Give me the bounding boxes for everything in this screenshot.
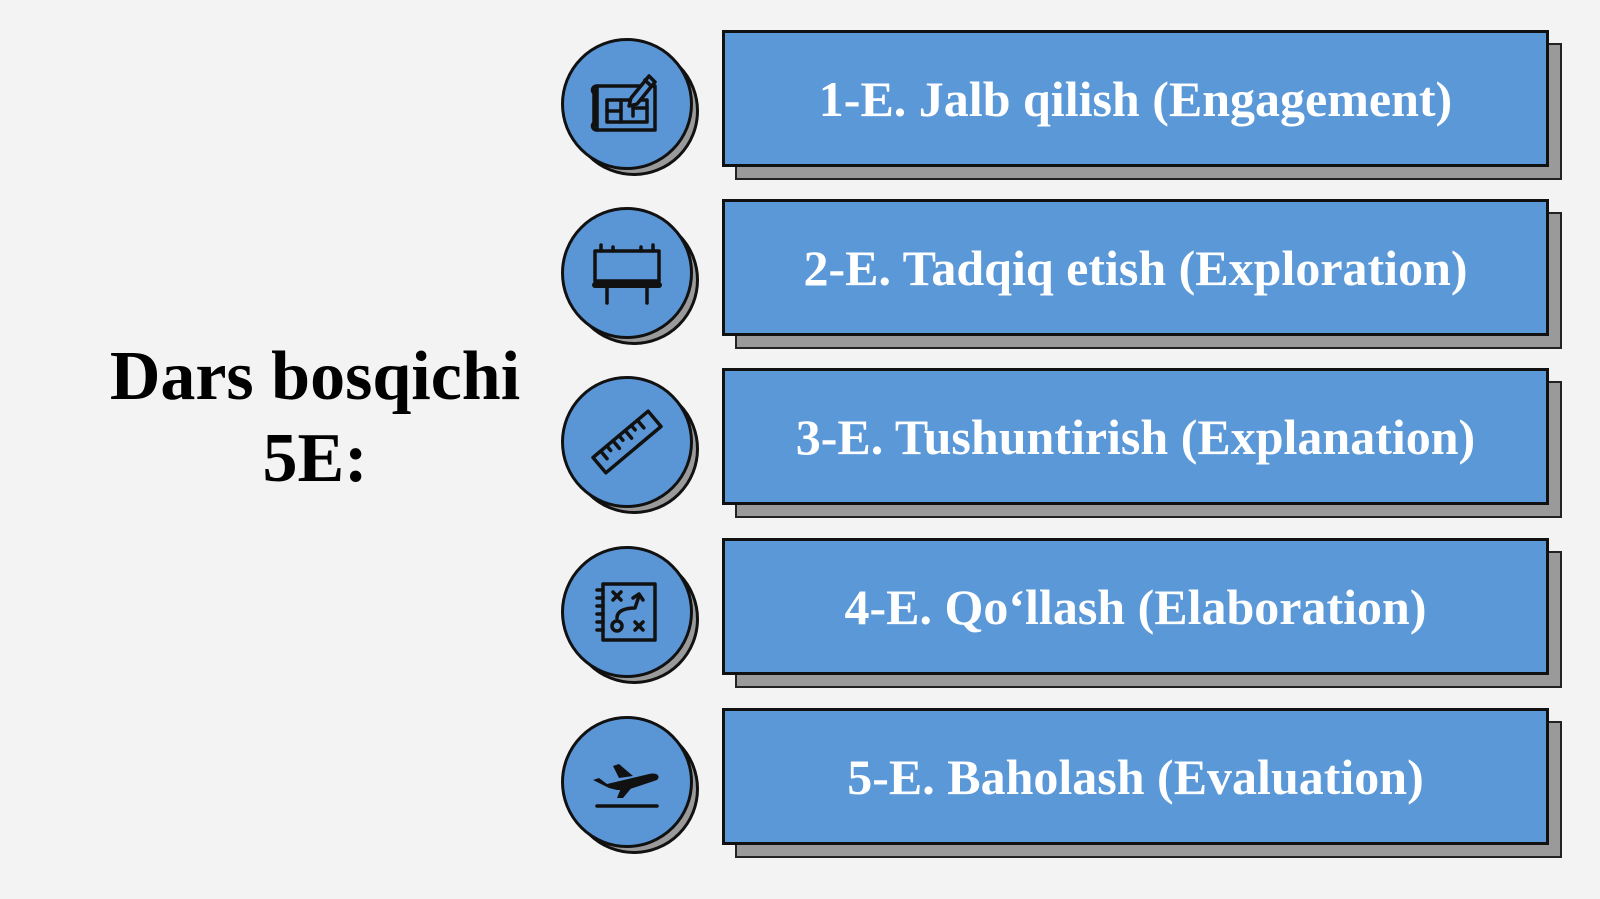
step-4: 4-E. Qo‘llash (Elaboration) [0,538,1600,688]
step-5-label: 5-E. Baholash (Evaluation) [847,748,1424,805]
step-4-box: 4-E. Qo‘llash (Elaboration) [722,538,1562,688]
ruler-icon [591,409,663,475]
step-2-label: 2-E. Tadqiq etish (Exploration) [803,239,1468,296]
blueprint-icon [590,74,657,132]
title-line-2: 5E: [262,420,368,497]
billboard-icon [592,243,662,305]
step-5-box: 5-E. Baholash (Evaluation) [722,708,1562,858]
step-2-badge [561,207,701,347]
strategy-board-icon [595,582,657,642]
airplane-takeoff-icon [593,764,659,808]
step-5: 5-E. Baholash (Evaluation) [0,708,1600,858]
step-2: 2-E. Tadqiq etish (Exploration) [0,199,1600,349]
title-line-1: Dars bosqichi [109,338,521,415]
slide-title: Dars bosqichi 5E: [60,336,570,500]
step-2-box: 2-E. Tadqiq etish (Exploration) [722,199,1562,349]
step-3-label: 3-E. Tushuntirish (Explanation) [795,408,1476,465]
step-5-badge [561,716,701,856]
step-4-badge [561,546,701,686]
step-3-badge [561,376,701,516]
step-1-badge [561,38,701,178]
step-1: 1-E. Jalb qilish (Engagement) [0,30,1600,180]
step-3: 3-E. Tushuntirish (Explanation) [0,368,1600,518]
step-1-label: 1-E. Jalb qilish (Engagement) [818,70,1453,127]
step-3-box: 3-E. Tushuntirish (Explanation) [722,368,1562,518]
step-1-box: 1-E. Jalb qilish (Engagement) [722,30,1562,180]
step-4-label: 4-E. Qo‘llash (Elaboration) [844,578,1427,635]
